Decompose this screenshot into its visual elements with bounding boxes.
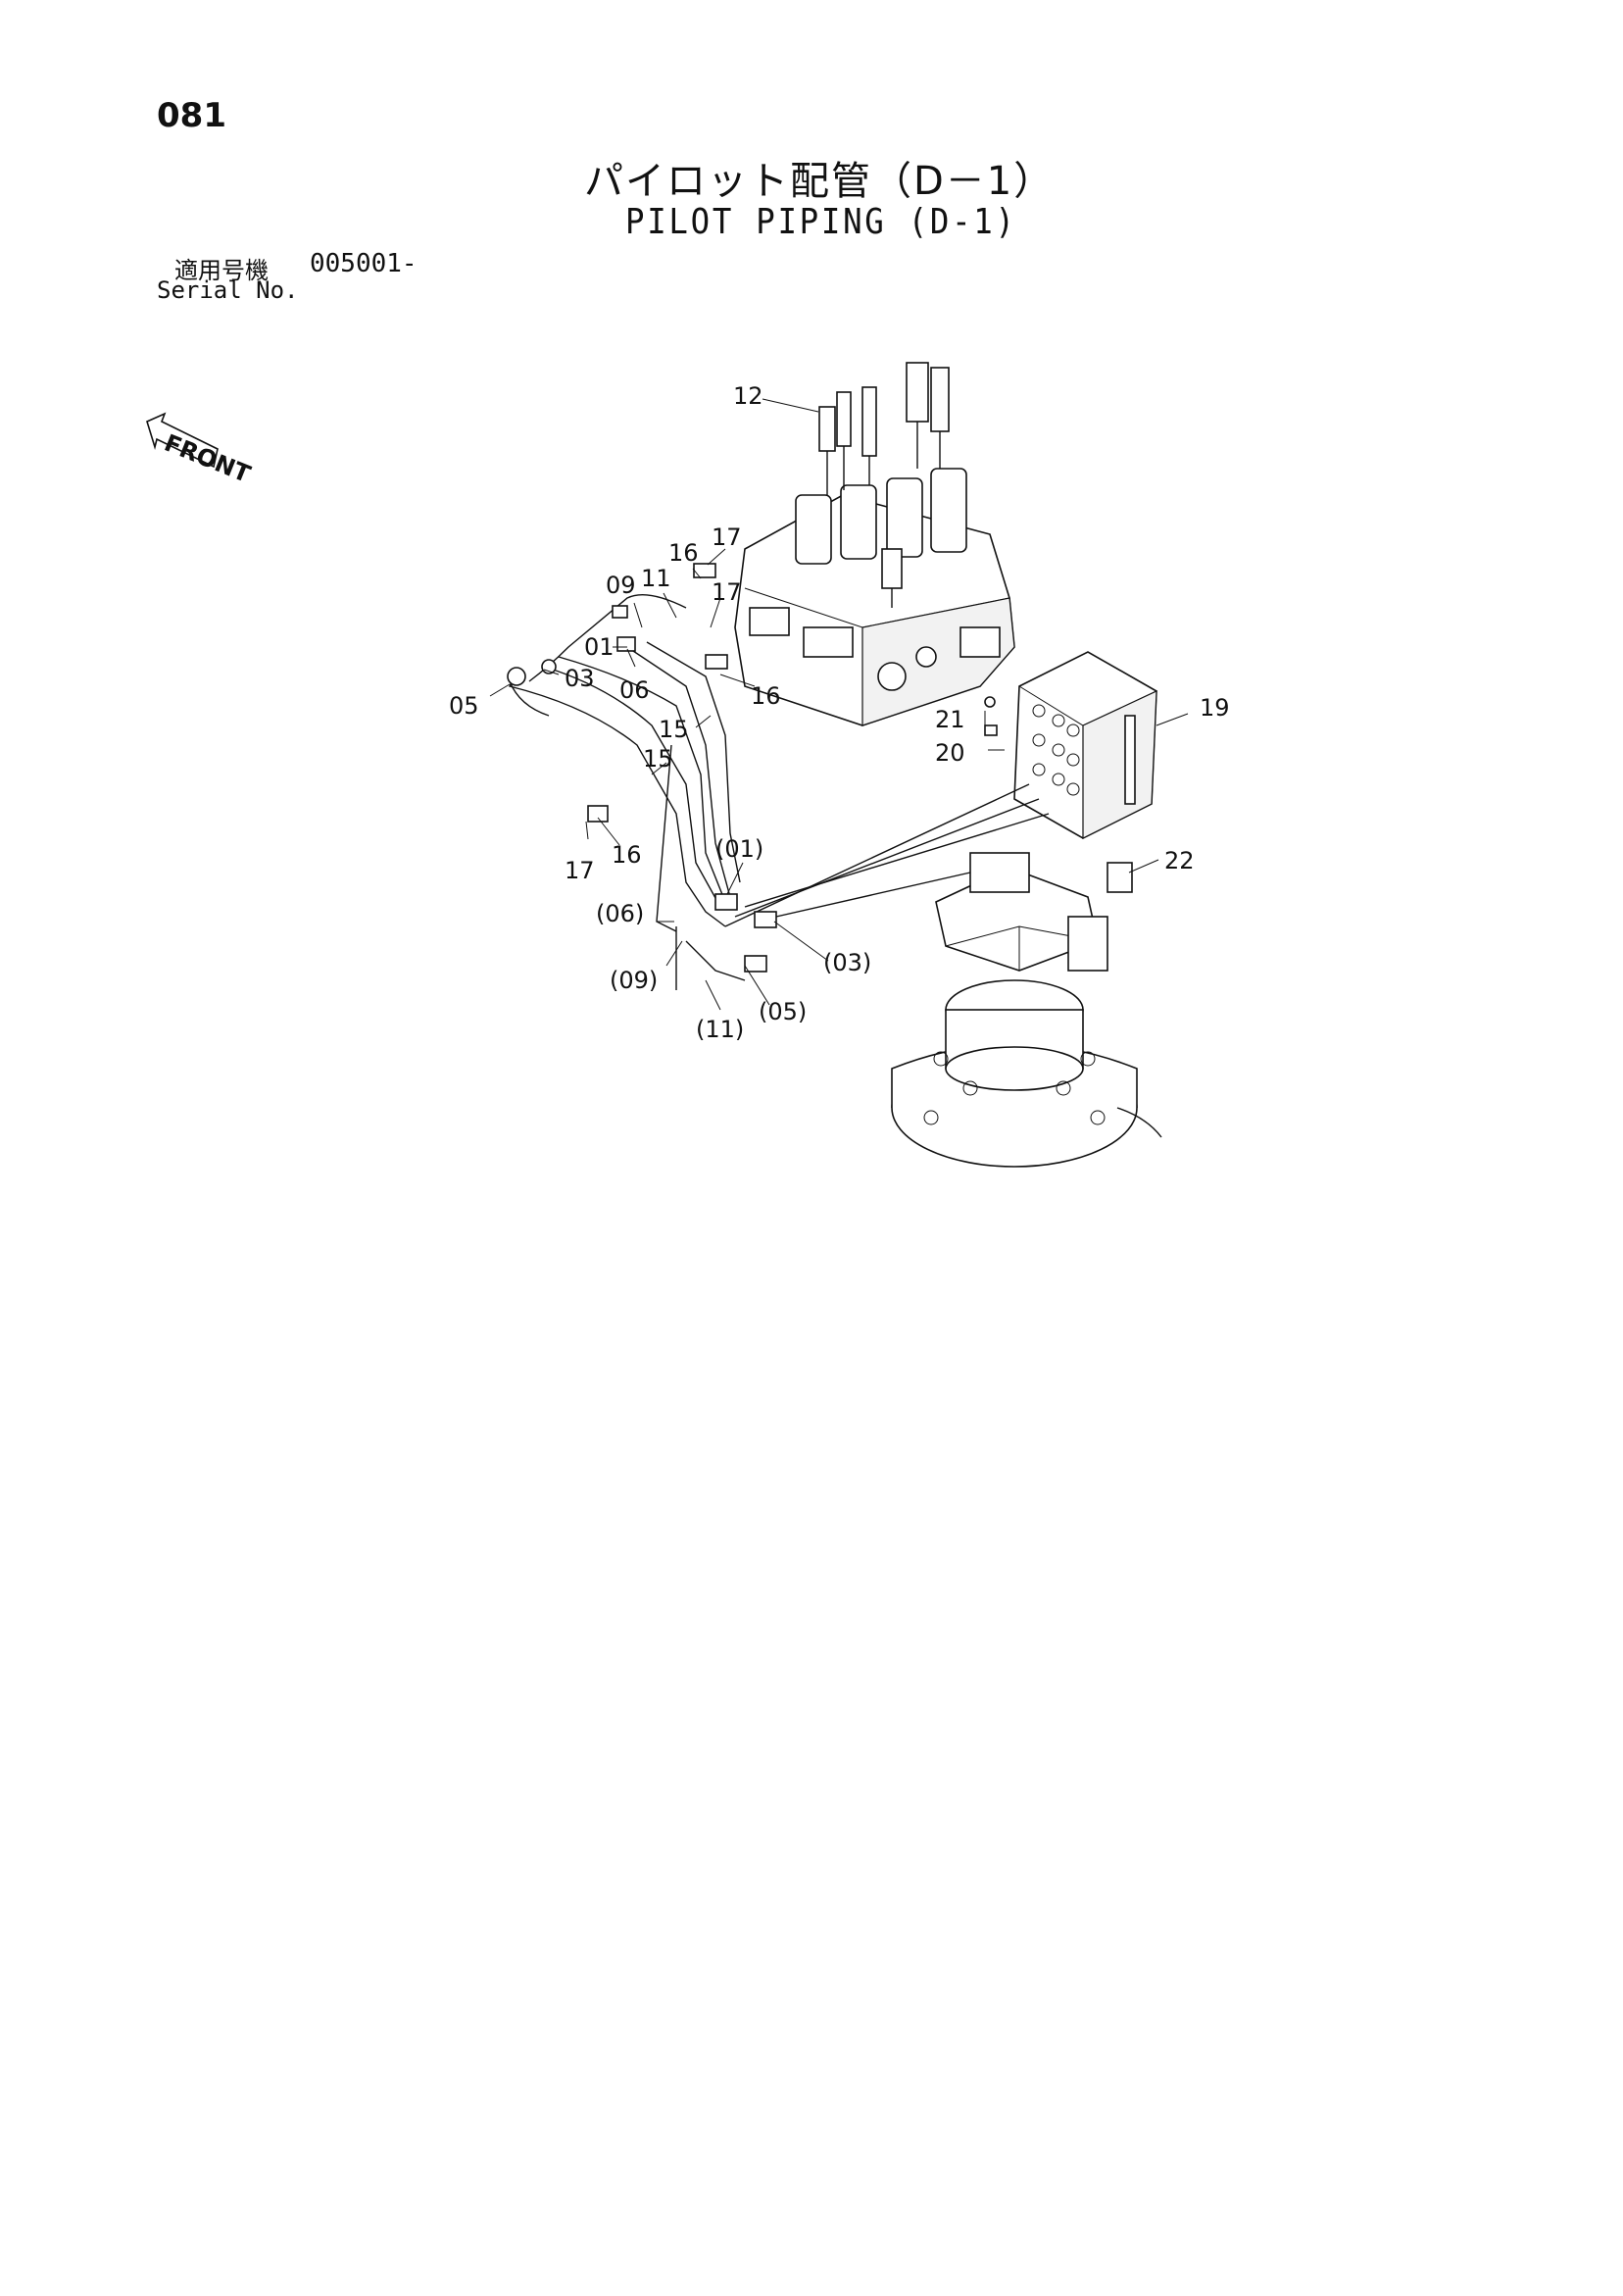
callout-16-middle: 16 — [751, 682, 781, 710]
callout-05-reference: (05) — [759, 998, 807, 1025]
callout-20: 20 — [935, 739, 965, 767]
callout-09-reference: (09) — [610, 967, 658, 994]
callout-01: 01 — [584, 633, 615, 661]
serial-label-english: Serial No. — [157, 276, 299, 304]
callout-06: 06 — [619, 676, 650, 704]
callout-22: 22 — [1164, 847, 1195, 874]
pilot-manifold — [1013, 651, 1157, 839]
callout-05: 05 — [449, 692, 479, 720]
serial-label-japanese: 適用号機 — [174, 257, 269, 284]
swing-motor — [891, 852, 1162, 1168]
callout-09: 09 — [606, 572, 636, 599]
leader-lines — [489, 398, 1189, 1011]
callout-16-upper: 16 — [668, 539, 699, 567]
serial-number-value: 005001- — [310, 249, 418, 278]
page-title-english: PILOT PIPING (D-1) — [625, 202, 1017, 242]
callout-19: 19 — [1200, 694, 1230, 722]
front-arrow-label: FRONT — [161, 429, 255, 489]
callout-17-upper: 17 — [712, 524, 742, 551]
control-valve — [734, 362, 1015, 726]
callout-12: 12 — [733, 382, 763, 410]
pilot-pipes — [507, 563, 1133, 990]
page-title-japanese: パイロット配管（D－1） — [584, 159, 1056, 204]
callout-15-upper: 15 — [659, 716, 689, 743]
callout-16-lower: 16 — [612, 841, 642, 869]
callout-03: 03 — [565, 665, 595, 692]
callout-21: 21 — [935, 706, 965, 733]
callout-17-lower: 17 — [565, 857, 595, 884]
front-arrow-icon: FRONT — [146, 412, 255, 489]
callout-11-reference: (11) — [696, 1016, 744, 1043]
callout-03-reference: (03) — [823, 949, 871, 976]
callout-15-lower: 15 — [643, 745, 673, 773]
callout-11: 11 — [641, 565, 671, 592]
callout-01-reference: (01) — [715, 835, 763, 863]
callout-06-reference: (06) — [596, 900, 644, 927]
page-number: 081 — [157, 96, 226, 135]
callout-17-middle: 17 — [712, 578, 742, 606]
